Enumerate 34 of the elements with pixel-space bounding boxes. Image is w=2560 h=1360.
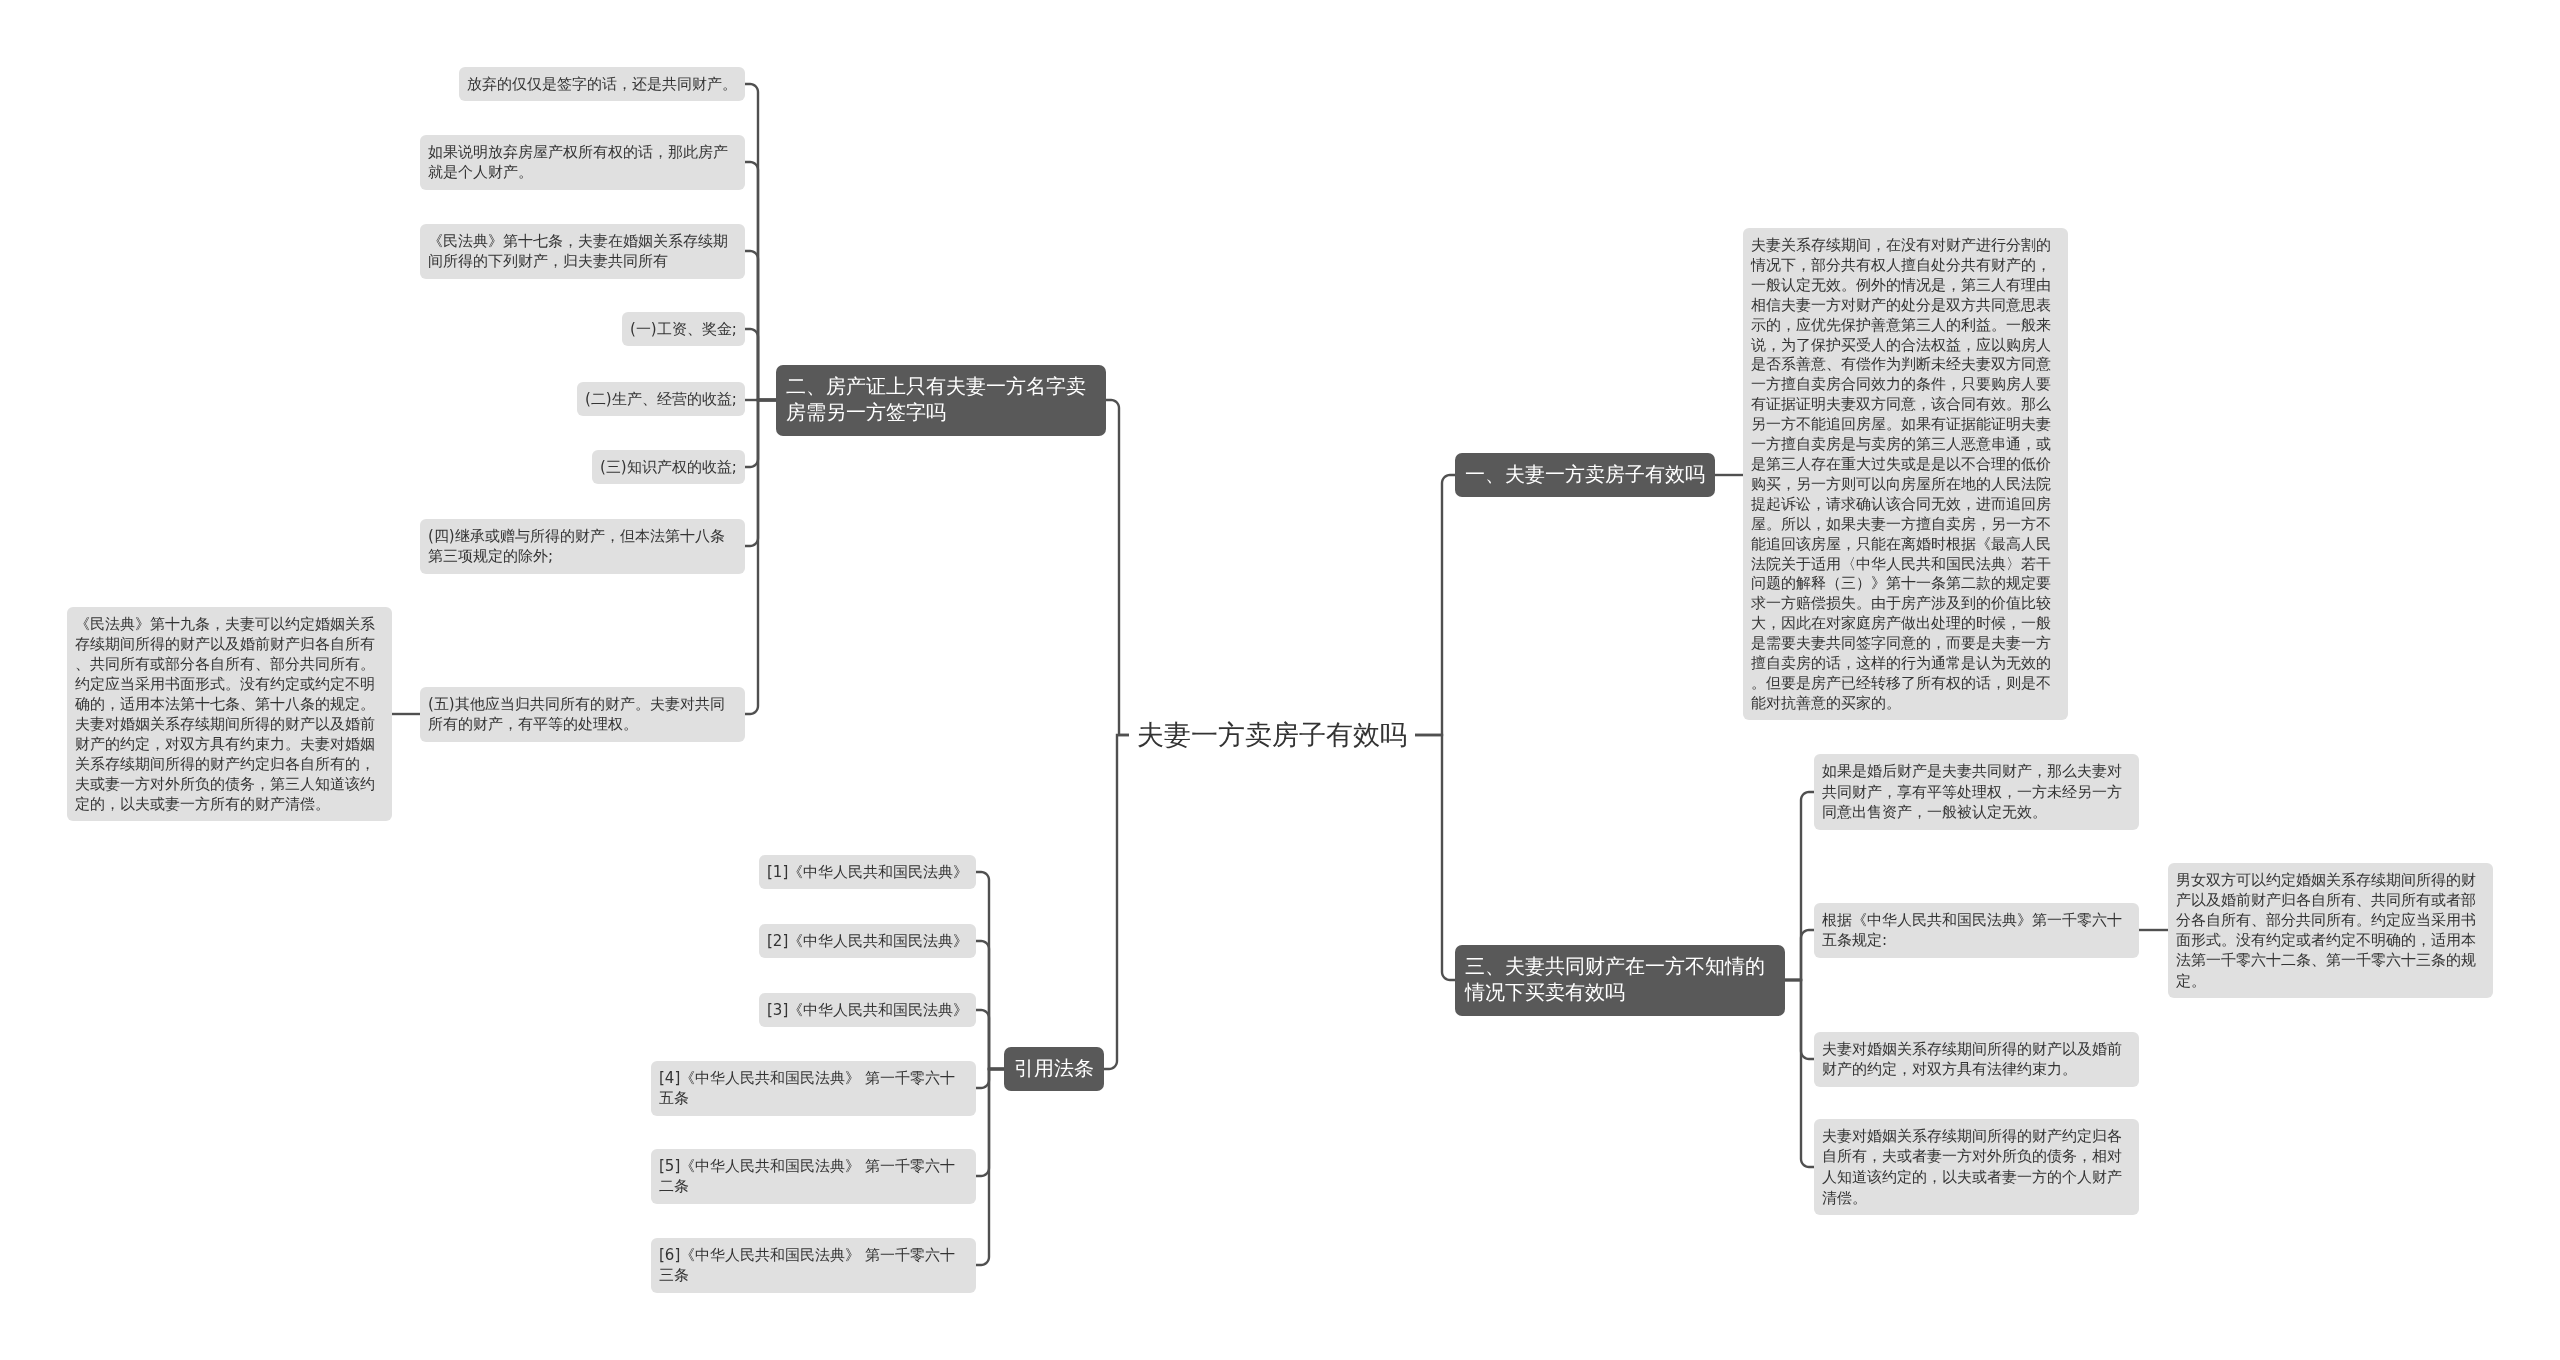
note-card: 夫妻关系存续期间，在没有对财产进行分割的情况下，部分共有权人擅自处分共有财产的，一般认定无效。例外的情况是，第三人有理由相信夫妻一方对财产的处分是双方共同意思表示的，应优先保护善意第三人的利益。一般来说，为了保护买受人的合法权益，应以购房人是否系善意、有偿作为判断未经夫妻双方同意一方擅自卖房合同效力的条件，只要购房人要有证据证明夫妻双方同意，该合同有效。那么另一方不能追回房屋。如果有证据能证明夫妻一方擅自卖房是与卖房的第三人恶意串通，或是第三人存在重大过失或是是以不合理的低价购买，另一方则可以向房屋所在地的人民法院提起诉讼，请求确认该合同无效，进而追回房屋。所以，如果夫妻一方擅自卖房，另一方不能追回该房屋，只能在离婚时根据《最高人民法院关于适用〈中华人民共和国民法典〉若干问题的解释（三）》第十一条第二款的规定要求一方赔偿损失。由于房产涉及到的价值比较大，因此在对家庭房产做出处理的时候，一般是需要夫妻共同签字同意的，而要是夫妻一方擅自卖房的话，这样的行为通常是认为无效的。但要是房产已经转移了所有权的话，则是不能对抗善意的买家的。 xyxy=(1743,228,2068,720)
connector-line xyxy=(2139,928,2168,932)
note-card: (二)生产、经营的收益; xyxy=(577,381,745,417)
note-card: [6]《中华人民共和国民法典》 第一千零六十三条 xyxy=(651,1237,976,1293)
note-card: 《民法典》第十九条，夫妻可以约定婚姻关系存续期间所得的财产以及婚前财产归各自所有、共同所有或部分各自所有、部分共同所有。约定应当采用书面形式。没有约定或约定不明确的，适用本法第十七条、第十八条的规定。夫妻对婚姻关系存续期间所得的财产以及婚前财产的约定，对双方具有约束力。夫妻对婚姻关系存续期间所得的财产约定归各自所有的，夫或妻一方对外所负的债务，第三人知道该约定的，以夫或妻一方所有的财产清偿。 xyxy=(67,606,392,822)
note-card: (三)知识产权的收益; xyxy=(592,449,745,485)
central-topic: 夫妻一方卖房子有效吗 xyxy=(1129,715,1415,755)
note-card: (五)其他应当归共同所有的财产。夫妻对共同所有的财产，有平等的处理权。 xyxy=(420,686,745,742)
note-card: [5]《中华人民共和国民法典》 第一千零六十二条 xyxy=(651,1148,976,1204)
connector-line xyxy=(745,398,776,716)
note-card: [4]《中华人民共和国民法典》 第一千零六十五条 xyxy=(651,1060,976,1116)
topic-box: 二、房产证上只有夫妻一方名字卖房需另一方签字吗 xyxy=(776,364,1106,436)
topic-box: 三、夫妻共同财产在一方不知情的情况下买卖有效吗 xyxy=(1455,944,1785,1016)
note-card: 根据《中华人民共和国民法典》第一千零六十五条规定: xyxy=(1814,902,2139,958)
note-card: [2]《中华人民共和国民法典》 xyxy=(759,923,977,959)
connector-line xyxy=(1715,473,1743,477)
connector-line xyxy=(392,712,420,716)
connector-line xyxy=(1415,733,1455,982)
note-card: 夫妻对婚姻关系存续期间所得的财产约定归各自所有，夫或者妻一方对外所负的债务，相对人知道该约定的，以夫或者妻一方的个人财产清偿。 xyxy=(1814,1118,2139,1216)
connector-line xyxy=(976,1067,1004,1267)
note-card: 夫妻对婚姻关系存续期间所得的财产以及婚前财产的约定，对双方具有法律约束力。 xyxy=(1814,1031,2139,1087)
note-card: [3]《中华人民共和国民法典》 xyxy=(759,992,977,1028)
note-card: 放弃的仅仅是签字的话，还是共同财产。 xyxy=(459,66,745,102)
note-card: 《民法典》第十七条，夫妻在婚姻关系存续期间所得的下列财产，归夫妻共同所有 xyxy=(420,223,745,279)
note-card: 如果说明放弃房屋产权所有权的话，那此房产就是个人财产。 xyxy=(420,134,745,190)
note-card: 男女双方可以约定婚姻关系存续期间所得的财产以及婚前财产归各自所有、共同所有或者部分各自所有、部分共同所有。约定应当采用书面形式。没有约定或者约定不明确的，适用本法第一千零六十二条、第一千零六十三条的规定。 xyxy=(2168,862,2493,998)
topic-box: 一、夫妻一方卖房子有效吗 xyxy=(1455,452,1715,498)
note-card: (四)继承或赠与所得的财产，但本法第十八条第三项规定的除外; xyxy=(420,518,745,574)
topic-box: 引用法条 xyxy=(1004,1046,1104,1092)
note-card: (一)工资、奖金; xyxy=(622,311,745,347)
note-card: [1]《中华人民共和国民法典》 xyxy=(759,854,977,890)
connector-line xyxy=(1104,733,1129,1071)
connector-line xyxy=(1785,978,1814,1169)
note-card: 如果是婚后财产是夫妻共同财产，那么夫妻对共同财产，享有平等处理权，一方未经另一方同意出售资产，一般被认定无效。 xyxy=(1814,754,2139,831)
